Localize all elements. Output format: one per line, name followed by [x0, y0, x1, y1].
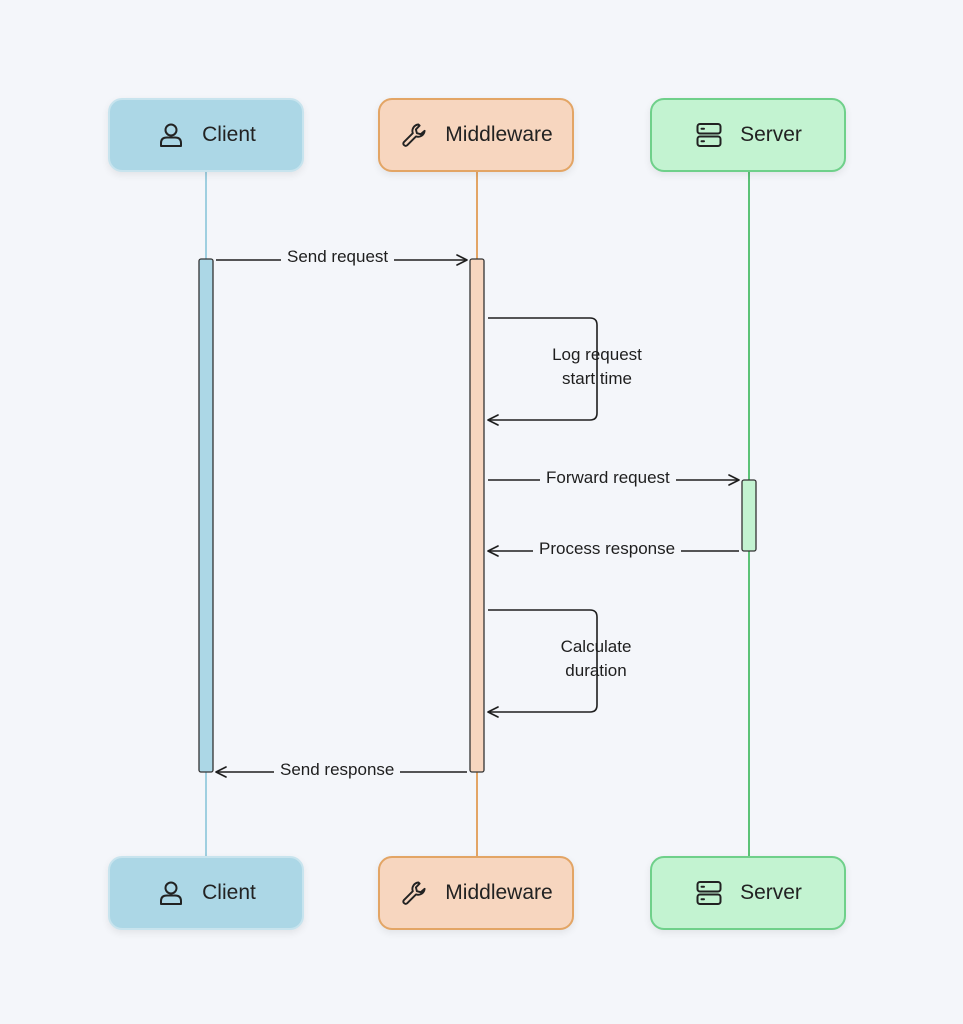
calculate-duration-note: Calculate duration — [516, 635, 676, 683]
user-icon — [160, 123, 183, 147]
middleware-participant-top: Middleware — [378, 98, 574, 172]
user-icon — [160, 881, 183, 905]
server-label: Server — [740, 123, 802, 146]
calculate-duration-line2: duration — [565, 661, 627, 680]
client-participant-top: Client — [108, 98, 304, 172]
log-request-note: Log request start time — [517, 343, 677, 391]
send-response-label: Send response — [274, 760, 401, 780]
wrench-icon — [402, 123, 426, 147]
wrench-icon — [402, 881, 426, 905]
process-response-label: Process response — [533, 539, 682, 559]
middleware-participant-bottom: Middleware — [378, 856, 574, 930]
server-label: Server — [740, 881, 802, 904]
log-request-line2: start time — [562, 369, 632, 388]
forward-request-label: Forward request — [540, 468, 676, 488]
log-request-self-arrow — [487, 317, 598, 426]
client-label: Client — [202, 123, 256, 146]
client-label: Client — [202, 881, 256, 904]
server-participant-bottom: Server — [650, 856, 846, 930]
server-activation-bar — [741, 479, 757, 552]
middleware-label: Middleware — [445, 123, 553, 146]
server-icon — [696, 123, 722, 147]
client-participant-bottom: Client — [108, 856, 304, 930]
calculate-duration-line1: Calculate — [560, 637, 632, 656]
client-activation-bar — [198, 258, 214, 773]
send-request-label: Send request — [281, 247, 395, 267]
server-participant-top: Server — [650, 98, 846, 172]
calculate-duration-self-arrow — [487, 609, 598, 718]
server-icon — [696, 881, 722, 905]
middleware-activation-bar — [469, 258, 485, 773]
log-request-line1: Log request — [552, 345, 642, 364]
middleware-label: Middleware — [445, 881, 553, 904]
